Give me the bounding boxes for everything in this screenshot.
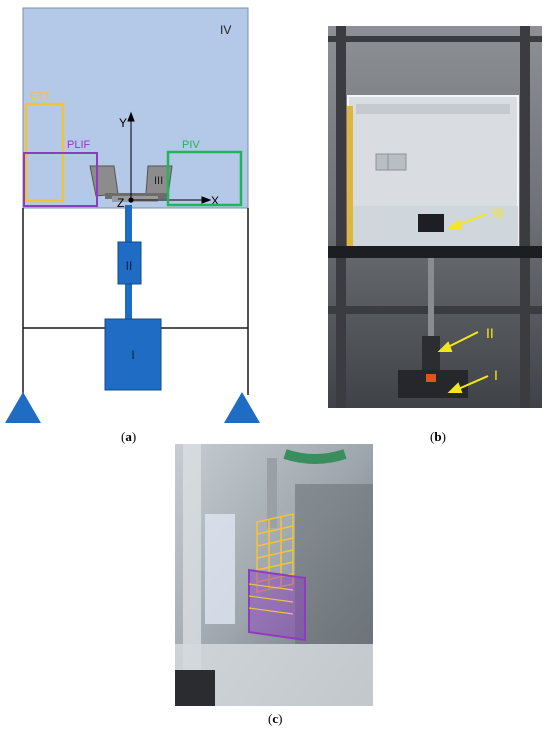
- axis-y-label: Y: [119, 116, 127, 130]
- ruler: [347, 106, 353, 246]
- schematic-svg: IV II I III: [5, 7, 260, 423]
- caption-b-letter: b: [434, 429, 442, 444]
- table-top: [328, 246, 542, 258]
- caption-c: (c): [268, 711, 283, 726]
- ert-grid: [256, 513, 294, 593]
- plif-window-photo: [248, 568, 306, 642]
- base-shadow: [175, 670, 215, 706]
- motor-coupling: [426, 374, 436, 382]
- tank-region-iv: [22, 7, 249, 209]
- setup-photo-svg: III II I: [328, 26, 542, 408]
- background-equipment: [295, 484, 373, 644]
- component-ii-label: II: [126, 259, 133, 273]
- baffle-mid: [387, 153, 407, 171]
- tank-rim: [356, 104, 510, 114]
- caption-b: (b): [430, 429, 446, 444]
- right-support: [224, 392, 260, 423]
- component-i-label: I: [131, 348, 134, 362]
- piv-label: PIV: [182, 139, 200, 151]
- left-support: [5, 392, 41, 423]
- component-i-box: [104, 318, 162, 391]
- arrow-label-iii: III: [492, 205, 504, 221]
- caption-a: (a): [121, 429, 137, 444]
- axis-x-label: X: [211, 194, 219, 208]
- region-iv-label: IV: [220, 23, 231, 37]
- shaft-photo: [428, 258, 434, 344]
- impeller-photo: [418, 214, 444, 232]
- component-iii-label: III: [154, 175, 163, 187]
- ert-label: ERT: [30, 91, 50, 102]
- probe-rod: [267, 458, 277, 528]
- plif-window: [23, 152, 98, 207]
- axis-z-label: Z: [117, 196, 124, 210]
- tank-edge-left: [183, 444, 201, 706]
- frame-uprights: [328, 26, 542, 408]
- piv-window: [166, 150, 243, 207]
- tank-wall-reflection: [205, 514, 235, 624]
- component-ii-box: [117, 241, 142, 285]
- plif-label: PLIF: [67, 139, 91, 151]
- green-hose: [283, 449, 347, 464]
- panel-b-photo: III II I: [328, 26, 542, 408]
- annotation-arrows: [437, 213, 489, 393]
- caption-c-letter: c: [272, 711, 279, 726]
- ert-grid-lower: [248, 583, 294, 615]
- arrow-label-ii: II: [486, 325, 494, 341]
- panel-c-photo: [175, 444, 373, 706]
- panel-a-schematic: IV II I III: [0, 0, 260, 440]
- origin-point: [128, 197, 134, 203]
- torque-sensor-photo: [422, 336, 440, 372]
- arrow-label-i: I: [494, 367, 498, 383]
- closeup-photo-svg: [175, 444, 373, 706]
- caption-a-letter: a: [125, 429, 132, 444]
